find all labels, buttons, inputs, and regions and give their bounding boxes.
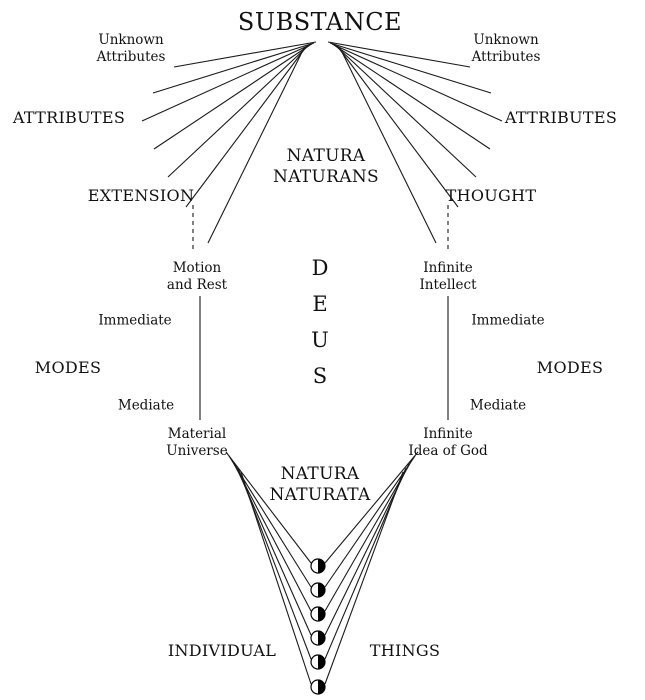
individual-thing-node	[310, 630, 326, 646]
things-label: THINGS	[369, 641, 441, 660]
fan-line	[324, 451, 419, 564]
unknown-attributes-line2: Attributes	[96, 49, 166, 65]
fan-line	[153, 44, 311, 150]
fan-line	[324, 459, 413, 612]
mode-chain-lines	[199, 296, 449, 420]
fan-line	[207, 47, 305, 244]
modes-left-label: MODES	[34, 358, 102, 377]
individual-label: INDIVIDUAL	[167, 641, 277, 660]
fan-line	[339, 47, 437, 244]
fan-line	[324, 471, 404, 685]
modes-right-label: MODES	[536, 358, 604, 377]
substance-fan-left	[141, 41, 317, 244]
material-universe-line1: Material	[167, 426, 227, 443]
infinite-idea-of-god-label: Infinite Idea of God	[408, 426, 487, 460]
fan-line	[141, 43, 313, 122]
infinite-intellect-line1: Infinite	[423, 260, 473, 277]
infinite-idea-line1: Infinite	[423, 426, 473, 443]
extension-label: EXTENSION	[87, 186, 195, 205]
unknown-attributes-line1: Unknown	[473, 32, 539, 49]
natura-naturans-line1: NATURA	[286, 145, 366, 166]
unknown-attributes-line1: Unknown	[98, 32, 164, 49]
individual-thing-node	[310, 679, 326, 695]
natura-naturata-line1: NATURA	[280, 463, 360, 484]
unknown-attributes-right-label: Unknown Attributes	[472, 32, 541, 66]
individual-thing-node	[310, 606, 326, 622]
material-universe-label: Material Universe	[166, 426, 227, 460]
attributes-left-label: ATTRIBUTES	[12, 108, 126, 127]
deus-letter-s: S	[312, 364, 328, 388]
motion-and-rest-label: Motion and Rest	[167, 260, 227, 294]
motion-line2: and Rest	[166, 277, 228, 293]
fan-line	[329, 42, 492, 94]
substance-label: SUBSTANCE	[237, 8, 403, 36]
unknown-attributes-line2: Attributes	[471, 49, 541, 65]
unknown-attributes-left-label: Unknown Attributes	[97, 32, 166, 66]
fan-line	[185, 46, 307, 208]
motion-line1: Motion	[172, 260, 222, 277]
infinite-intellect-label: Infinite Intellect	[419, 260, 476, 294]
natura-naturans-label: NATURA NATURANS	[273, 146, 379, 189]
immediate-right-label: Immediate	[471, 312, 545, 329]
fan-line	[167, 45, 309, 178]
fan-line	[331, 43, 503, 122]
deus-letter-u: U	[311, 328, 329, 352]
natura-naturata-label: NATURA NATURATA	[269, 464, 370, 507]
material-universe-line2: Universe	[166, 443, 228, 459]
fan-line	[324, 455, 416, 588]
attributes-right-label: ATTRIBUTES	[504, 108, 618, 127]
individual-thing-node	[310, 582, 326, 598]
dashed-connectors	[192, 205, 449, 252]
fan-line	[240, 471, 312, 685]
infinite-idea-line2: Idea of God	[408, 443, 488, 459]
fan-line	[327, 41, 471, 68]
individual-thing-node	[310, 558, 326, 574]
individual-thing-node	[310, 654, 326, 670]
fan-line	[152, 42, 315, 94]
immediate-left-label: Immediate	[98, 312, 172, 329]
fan-line	[335, 45, 477, 178]
natura-naturans-line2: NATURANS	[273, 167, 379, 187]
natura-naturata-line2: NATURATA	[269, 485, 371, 505]
infinite-intellect-line2: Intellect	[419, 277, 477, 293]
fan-line	[225, 451, 312, 564]
substance-fan-right	[327, 41, 503, 244]
deus-letter-e: E	[312, 292, 328, 316]
mediate-left-label: Mediate	[117, 397, 175, 414]
fan-line	[337, 46, 459, 208]
fan-line	[333, 44, 491, 150]
deus-letter-d: D	[311, 256, 329, 280]
thought-label: THOUGHT	[445, 186, 537, 205]
deus-label: D E U S	[311, 250, 329, 394]
fan-line	[173, 41, 317, 68]
individual-thing-nodes	[310, 558, 326, 695]
mediate-right-label: Mediate	[469, 397, 527, 414]
naturata-fan-right	[324, 451, 419, 685]
naturata-fan-left	[225, 451, 312, 685]
